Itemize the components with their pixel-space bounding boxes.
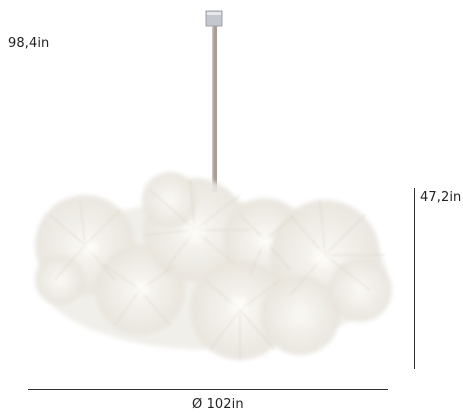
lamp-petals bbox=[49, 179, 385, 360]
ceiling-canopy bbox=[205, 10, 223, 27]
light-glows bbox=[79, 218, 334, 317]
total-height-label: 98,4in bbox=[8, 36, 50, 51]
height-dimension-line bbox=[414, 188, 415, 369]
diameter-label: Ø 102in bbox=[192, 397, 244, 412]
body-height-label: 47,2in bbox=[420, 190, 462, 205]
suspension-rod bbox=[212, 26, 217, 192]
diameter-dimension-line bbox=[28, 389, 388, 390]
